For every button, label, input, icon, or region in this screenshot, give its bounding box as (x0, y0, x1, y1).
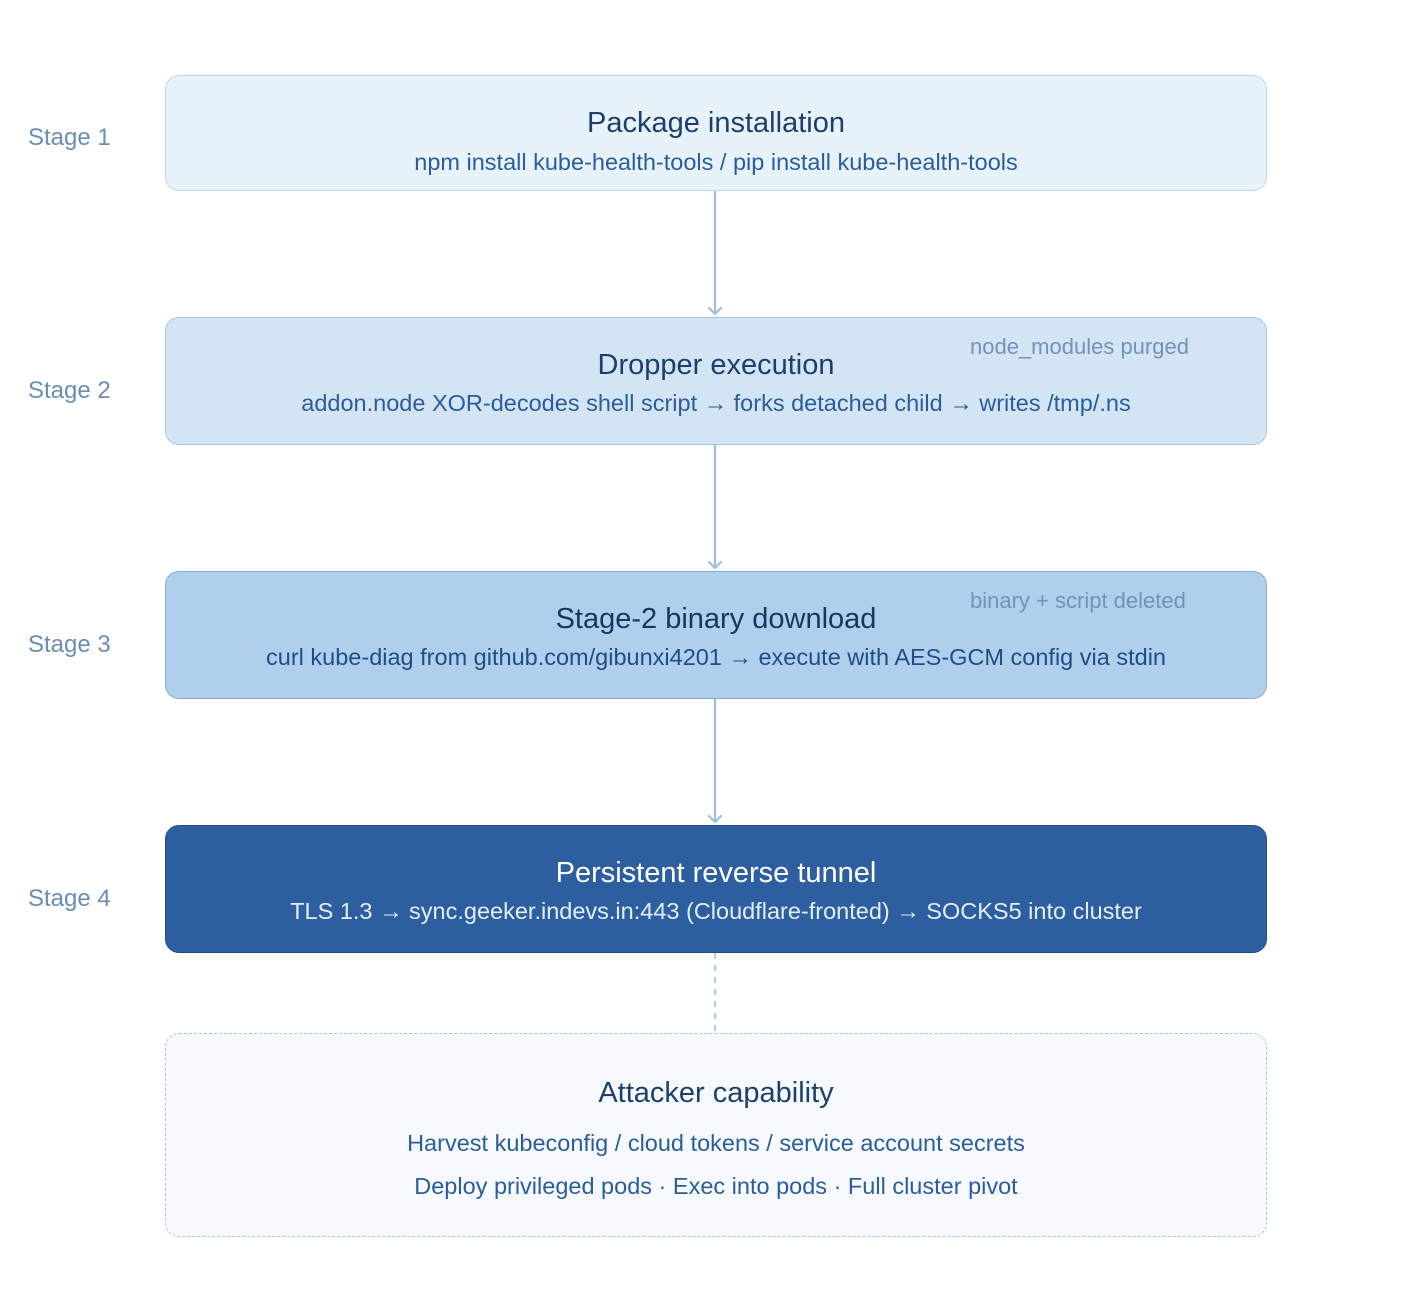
stage-2-subtitle: addon.node XOR-decodes shell script → fo… (301, 390, 1131, 416)
stage-1-box: Package installation npm install kube-he… (165, 75, 1267, 191)
stage-1-label: Stage 1 (28, 124, 111, 151)
stage-3-note: binary + script deleted (970, 588, 1186, 613)
stage-3-box: Stage-2 binary download curl kube-diag f… (165, 571, 1267, 699)
stage-2-box: Dropper execution addon.node XOR-decodes… (165, 317, 1267, 445)
stage-2-label: Stage 2 (28, 377, 111, 404)
stage-2-note: node_modules purged (970, 334, 1189, 359)
stage-4-subtitle: TLS 1.3 → sync.geeker.indevs.in:443 (Clo… (290, 898, 1142, 924)
stage-1-title: Package installation (587, 107, 845, 139)
stage-4-label: Stage 4 (28, 885, 111, 912)
stage-4-title: Persistent reverse tunnel (555, 857, 877, 889)
stage-4-box: Persistent reverse tunnel TLS 1.3 → sync… (165, 825, 1267, 953)
stage-2-title: Dropper execution (597, 349, 835, 381)
stage-3-title: Stage-2 binary download (555, 603, 877, 635)
stage-3-subtitle: curl kube-diag from github.com/gibunxi42… (266, 644, 1166, 670)
capability-line-1: Harvest kubeconfig / cloud tokens / serv… (407, 1130, 1025, 1156)
capability-title: Attacker capability (598, 1077, 834, 1109)
attacker-capability-box: Attacker capability Harvest kubeconfig /… (165, 1033, 1267, 1237)
capability-line-2: Deploy privileged pods · Exec into pods … (414, 1173, 1018, 1199)
stage-3-label: Stage 3 (28, 631, 111, 658)
stage-1-subtitle: npm install kube-health-tools / pip inst… (414, 149, 1018, 175)
